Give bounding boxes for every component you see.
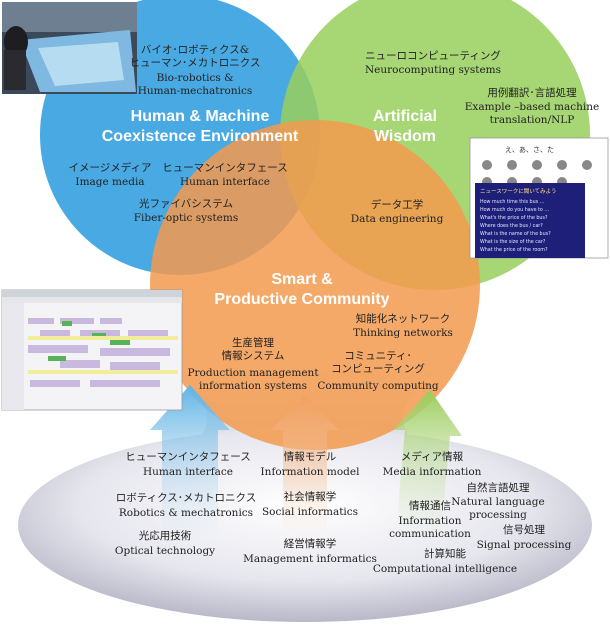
- community-item-label: Production management: [187, 367, 319, 379]
- human-item-label: Human interface: [180, 176, 270, 188]
- arrow-orange: [271, 395, 339, 540]
- wisdom-item-label: Data engineering: [351, 213, 444, 225]
- screenshot-gantt: [1, 289, 183, 411]
- community-item-label: information systems: [199, 380, 307, 392]
- screenshot-instruction: ニュースワークに聞いてみよう: [480, 188, 557, 195]
- base-middle-label: 経営情報学: [284, 537, 337, 550]
- human-item-label: バイオ･ロボティクス&: [141, 44, 249, 56]
- base-left-label: ロボティクス･メカトロニクス: [116, 492, 257, 504]
- human-title-line1: Human & Machine: [131, 108, 270, 125]
- human-item-label: ヒューマン･メカトロニクス: [130, 57, 261, 69]
- community-item-label: 知能化ネットワーク: [356, 312, 451, 325]
- screenshot-line: What is the size of the car?: [480, 239, 546, 245]
- screenshot-line: Where does the bus / car?: [480, 223, 543, 229]
- base-right-label: Natural language: [451, 496, 544, 508]
- community-item-label: Thinking networks: [353, 327, 453, 339]
- base-right-label: 信号処理: [503, 523, 545, 536]
- screenshot-translation: え、あ、さ、た ニュースワークに聞いてみよう How much time thi…: [469, 137, 609, 259]
- wisdom-item-label: translation/NLP: [490, 114, 575, 126]
- base-middle-label: 社会情報学: [284, 490, 337, 503]
- circle-community: [150, 120, 480, 450]
- base-right-label: processing: [469, 509, 527, 521]
- base-right-label: Computational intelligence: [373, 563, 517, 575]
- base-right-label: 情報通信: [409, 499, 451, 512]
- community-item-label: コンピューティング: [331, 362, 425, 375]
- wisdom-item-label: Example –based machine: [465, 101, 600, 113]
- base-right-label: Information: [398, 515, 461, 527]
- base-right-label: communication: [389, 528, 471, 540]
- community-item-label: コミュニティ･: [344, 350, 412, 362]
- base-right-label: 自然言語処理: [467, 481, 530, 494]
- arrow-blue: [150, 385, 230, 540]
- base-left-label: Human interface: [143, 466, 233, 478]
- community-title-line1: Smart &: [271, 271, 333, 288]
- base-middle-label: Social informatics: [262, 506, 358, 518]
- human-title-line2: Coexistence Environment: [102, 128, 299, 145]
- wisdom-title-line2: Wisdom: [374, 128, 436, 145]
- screenshot-top-text: え、あ、さ、た: [505, 146, 554, 154]
- human-item-label: Fiber-optic systems: [134, 212, 238, 224]
- screenshot-line: How much time this bus …: [480, 199, 545, 205]
- human-item-label: Bio-robotics &: [157, 72, 234, 84]
- wisdom-item-label: データ工学: [371, 198, 424, 211]
- base-right-label: メディア情報: [401, 450, 464, 463]
- wisdom-item-label: 用例翻訳･言語処理: [487, 86, 577, 99]
- human-item-label: 光ファイバシステム: [139, 197, 233, 210]
- community-title-line2: Productive Community: [214, 291, 389, 308]
- human-item-label: Human-mechatronics: [138, 85, 252, 97]
- wisdom-item-label: ニューロコンピューティング: [365, 49, 501, 62]
- base-left-label: Optical technology: [115, 545, 215, 557]
- human-item-label: イメージメディア: [68, 161, 151, 174]
- wisdom-title-line1: Artificial: [373, 108, 437, 125]
- base-middle-label: Management informatics: [243, 553, 377, 565]
- screenshot-line: What the price of the room?: [480, 247, 548, 253]
- wisdom-item-label: Neurocomputing systems: [365, 64, 501, 76]
- base-left-label: Robotics & mechatronics: [119, 507, 253, 519]
- base-right-label: Media information: [383, 466, 482, 478]
- screenshot-line: How much do you have to …: [480, 207, 549, 213]
- community-item-label: 生産管理: [232, 336, 274, 349]
- base-left-label: 光応用技術: [139, 529, 192, 542]
- base-right-label: Signal processing: [477, 539, 572, 551]
- base-left-label: ヒューマンインタフェース: [125, 451, 250, 463]
- screenshot-line: What is the name of the bus?: [480, 231, 551, 237]
- base-right-label: 計算知能: [424, 547, 466, 560]
- photo-robot-table: [2, 2, 137, 94]
- screenshot-line: What's the price of the bus?: [480, 215, 548, 221]
- base-middle-label: 情報モデル: [284, 450, 337, 463]
- human-item-label: Image media: [75, 176, 144, 188]
- community-item-label: 情報システム: [222, 349, 285, 362]
- arrow-green: [393, 390, 462, 540]
- community-item-label: Community computing: [317, 380, 439, 392]
- base-middle-label: Information model: [261, 466, 361, 478]
- human-item-label: ヒューマンインタフェース: [162, 162, 287, 174]
